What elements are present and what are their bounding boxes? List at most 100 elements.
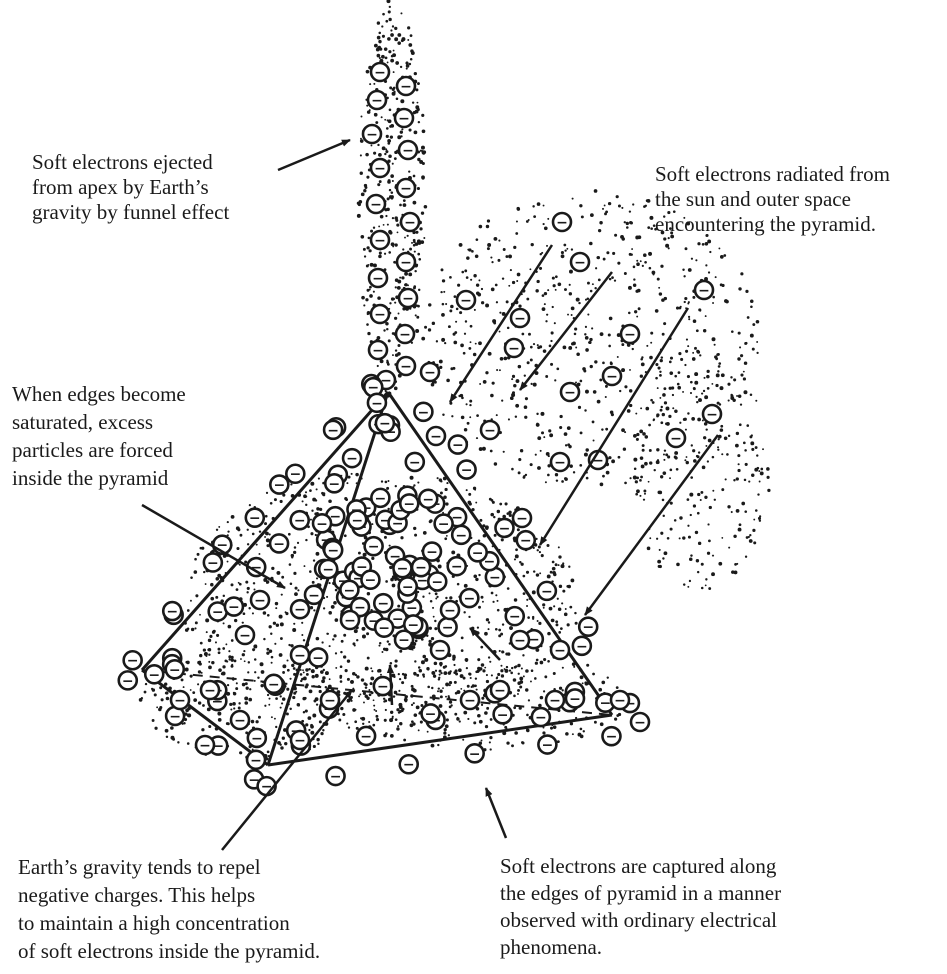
electron-sign: − bbox=[434, 643, 446, 659]
electron-icon: − bbox=[491, 681, 509, 699]
electron-sign: − bbox=[397, 561, 409, 577]
electron-sign: − bbox=[400, 359, 412, 375]
electron-icon: − bbox=[369, 269, 387, 287]
electron-sign: − bbox=[409, 455, 421, 471]
electron-sign: − bbox=[312, 650, 324, 666]
electron-sign: − bbox=[422, 492, 434, 508]
electron-icon: − bbox=[365, 537, 383, 555]
electron-icon: − bbox=[251, 591, 269, 609]
electron-icon: − bbox=[494, 705, 512, 723]
electron-sign: − bbox=[294, 648, 306, 664]
electron-icon: − bbox=[204, 553, 222, 571]
electron-sign: − bbox=[322, 562, 334, 578]
electron-sign: − bbox=[261, 779, 273, 795]
caption-line: When edges become bbox=[12, 380, 186, 408]
electron-icon: − bbox=[573, 637, 591, 655]
electron-icon: − bbox=[371, 63, 389, 81]
electron-sign: − bbox=[377, 596, 389, 612]
arrow-7 bbox=[486, 788, 506, 838]
electron-sign: − bbox=[174, 693, 186, 709]
electron-icon: − bbox=[319, 560, 337, 578]
electron-sign: − bbox=[415, 560, 427, 576]
electron-icon: − bbox=[495, 519, 513, 537]
electron-sign: − bbox=[379, 416, 391, 432]
electron-icon: − bbox=[449, 436, 467, 454]
electron-icon: − bbox=[291, 600, 309, 618]
electron-sign: − bbox=[346, 451, 358, 467]
electron-sign: − bbox=[499, 521, 511, 537]
electron-sign: − bbox=[377, 679, 389, 695]
electron-sign: − bbox=[327, 423, 339, 439]
electron-sign: − bbox=[212, 605, 224, 621]
electron-sign: − bbox=[127, 653, 139, 669]
electron-icon: − bbox=[452, 526, 470, 544]
electron-icon: − bbox=[357, 727, 375, 745]
electron-icon: − bbox=[397, 77, 415, 95]
electron-sign: − bbox=[442, 620, 454, 636]
electron-icon: − bbox=[236, 626, 254, 644]
electron-sign: − bbox=[509, 609, 521, 625]
electron-sign: − bbox=[444, 603, 456, 619]
electron-icon: − bbox=[371, 489, 389, 507]
electron-icon: − bbox=[371, 159, 389, 177]
electron-icon: − bbox=[247, 751, 265, 769]
electron-sign: − bbox=[294, 602, 306, 618]
electron-sign: − bbox=[374, 233, 386, 249]
electron-icon: − bbox=[506, 607, 524, 625]
electron-sign: − bbox=[599, 696, 611, 712]
electron-icon: − bbox=[602, 727, 620, 745]
electron-sign: − bbox=[424, 365, 436, 381]
electron-icon: − bbox=[291, 646, 309, 664]
caption-line: negative charges. This helps bbox=[18, 881, 320, 909]
electron-icon: − bbox=[313, 514, 331, 532]
electron-icon: − bbox=[551, 453, 569, 471]
electron-sign: − bbox=[508, 341, 520, 357]
electron-icon: − bbox=[363, 125, 381, 143]
electron-icon: − bbox=[145, 665, 163, 683]
electron-icon: − bbox=[414, 403, 432, 421]
electron-sign: − bbox=[327, 543, 339, 559]
electron-sign: − bbox=[400, 79, 412, 95]
caption-line: Soft electrons ejected bbox=[32, 150, 229, 175]
electron-sign: − bbox=[494, 683, 506, 699]
electron-icon: − bbox=[343, 449, 361, 467]
electron-sign: − bbox=[374, 65, 386, 81]
arrow-1 bbox=[450, 245, 552, 402]
electron-icon: − bbox=[399, 141, 417, 159]
electron-icon: − bbox=[419, 490, 437, 508]
electron-icon: − bbox=[427, 427, 445, 445]
caption-line: Earth’s gravity tends to repel bbox=[18, 853, 320, 881]
electron-sign: − bbox=[549, 693, 561, 709]
electron-sign: − bbox=[614, 693, 626, 709]
electron-sign: − bbox=[402, 143, 414, 159]
electron-icon: − bbox=[422, 704, 440, 722]
electron-icon: − bbox=[469, 543, 487, 561]
electron-icon: − bbox=[361, 571, 379, 589]
electron-sign: − bbox=[574, 255, 586, 271]
electron-sign: − bbox=[430, 429, 442, 445]
electron-icon: − bbox=[371, 305, 389, 323]
caption-line: Soft electrons are captured along bbox=[500, 853, 781, 880]
electron-sign: − bbox=[372, 271, 384, 287]
electron-icon: − bbox=[348, 511, 366, 529]
caption-line: from apex by Earth’s bbox=[32, 175, 229, 200]
electron-icon: − bbox=[631, 713, 649, 731]
electron-icon: − bbox=[166, 660, 184, 678]
electron-sign: − bbox=[516, 511, 528, 527]
electron-icon: − bbox=[428, 572, 446, 590]
electron-icon: − bbox=[439, 618, 457, 636]
electron-icon: − bbox=[291, 511, 309, 529]
caption-line: phenomena. bbox=[500, 934, 781, 961]
electron-sign: − bbox=[606, 729, 618, 745]
electron-icon: − bbox=[538, 736, 556, 754]
electron-icon: − bbox=[270, 476, 288, 494]
electron-icon: − bbox=[611, 691, 629, 709]
caption-line: to maintain a high concentration bbox=[18, 909, 320, 937]
electron-icon: − bbox=[201, 681, 219, 699]
electron-icon: − bbox=[603, 367, 621, 385]
electron-icon: − bbox=[435, 515, 453, 533]
electron-icon: − bbox=[393, 559, 411, 577]
electron-icon: − bbox=[371, 231, 389, 249]
electron-icon: − bbox=[505, 339, 523, 357]
electron-sign: − bbox=[207, 555, 219, 571]
